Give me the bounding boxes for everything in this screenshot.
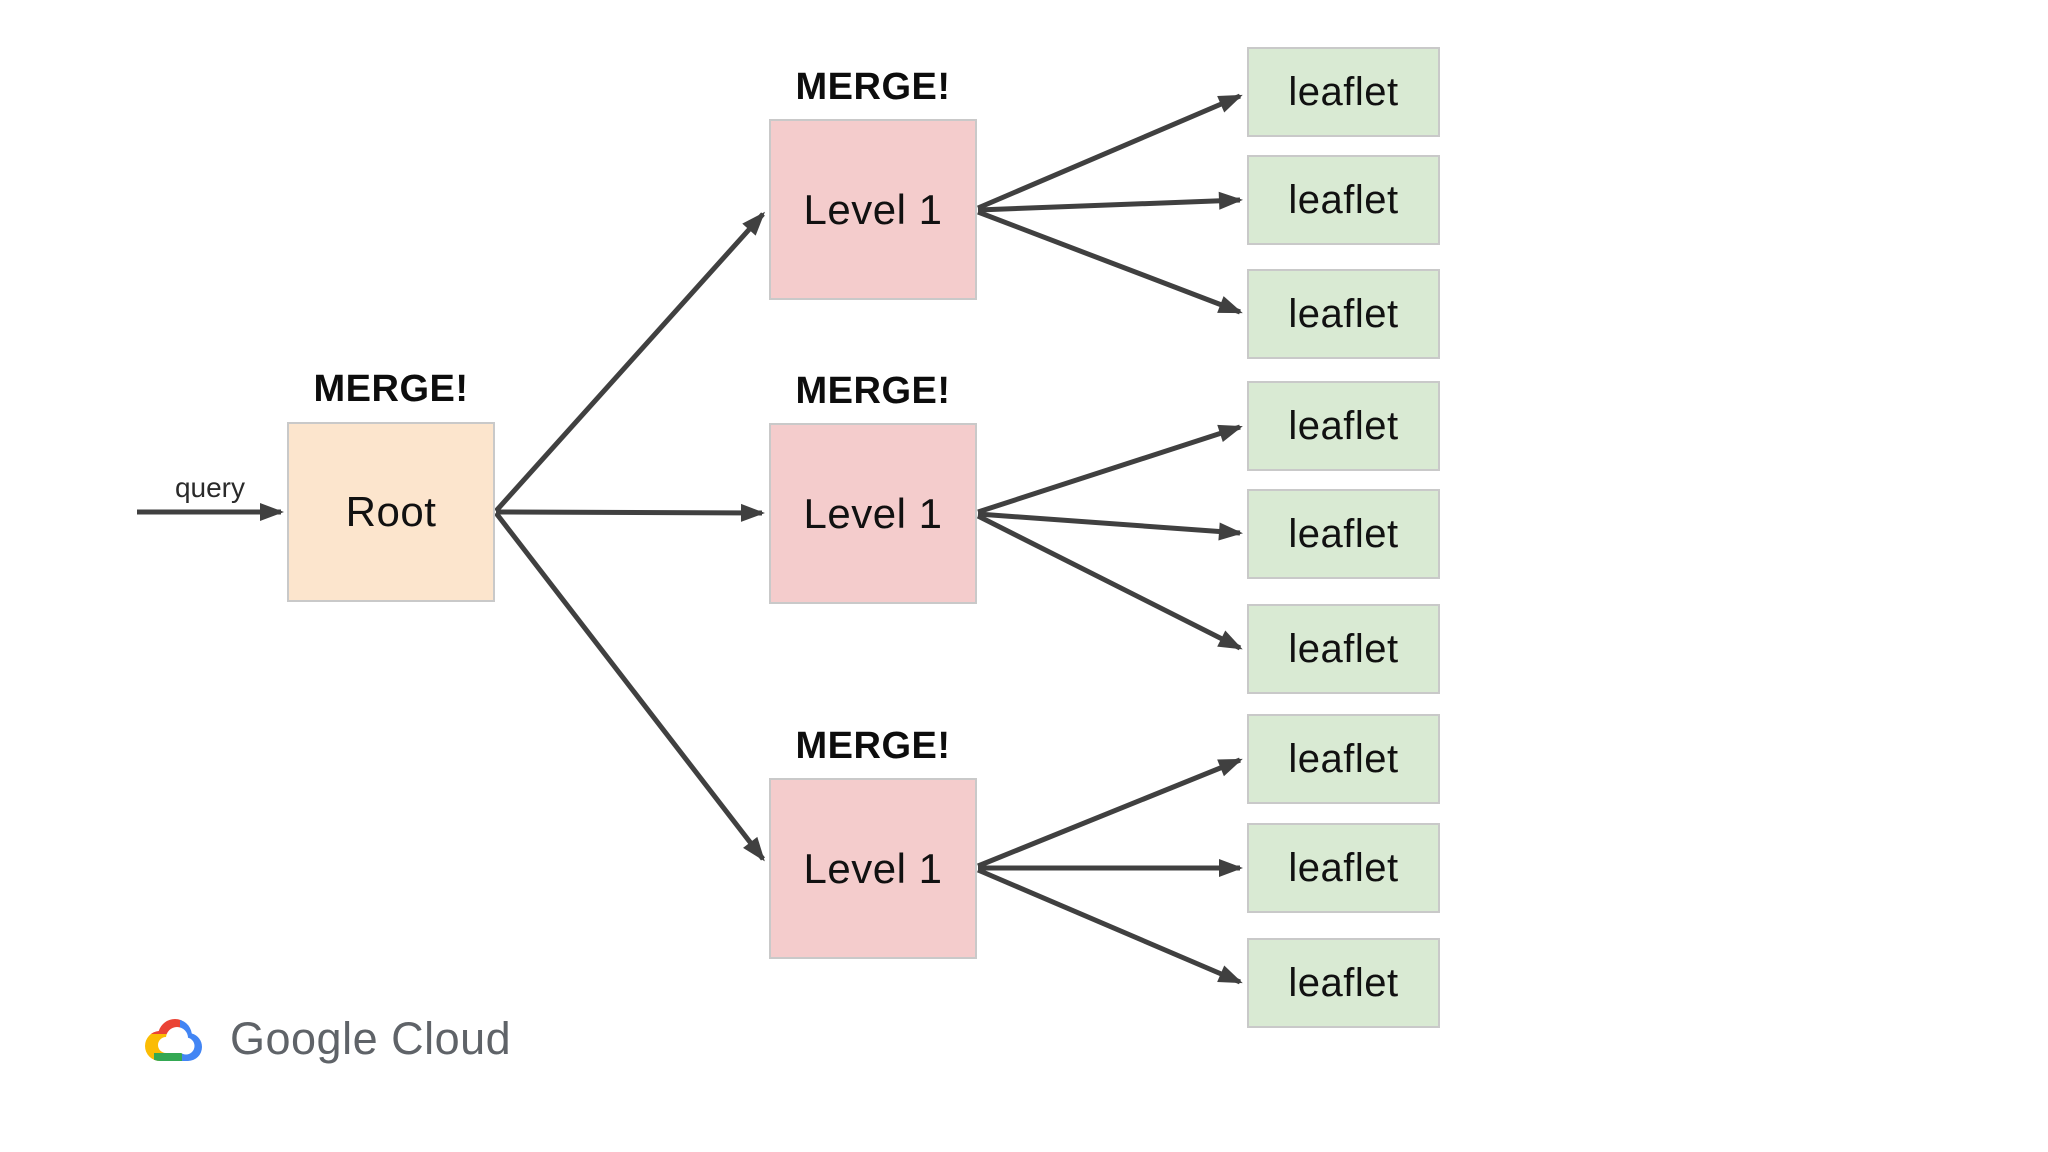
level1-node-bot: Level 1 <box>769 778 977 959</box>
leaflet-node-1: leaflet <box>1247 47 1440 137</box>
root-node: Root <box>287 422 495 602</box>
level1-node-top: Level 1 <box>769 119 977 300</box>
leaflet-node-2: leaflet <box>1247 155 1440 245</box>
leaflet-node-label: leaflet <box>1288 511 1399 556</box>
brand-footer: Google Cloud <box>138 1010 511 1068</box>
leaflet-node-label: leaflet <box>1288 291 1399 336</box>
arrow-root-to-level1-mid <box>495 503 765 522</box>
leaflet-node-5: leaflet <box>1247 489 1440 579</box>
merge-label-level1-top: MERGE! <box>795 66 951 108</box>
arrow-level1a-to-leaf3 <box>977 209 1243 315</box>
arrow-level1a-to-leaf1 <box>977 93 1243 211</box>
leaflet-node-label: leaflet <box>1288 69 1399 114</box>
arrow-level1b-to-leaf6 <box>976 513 1243 651</box>
leaflet-node-4: leaflet <box>1247 381 1440 471</box>
merge-label-root: MERGE! <box>313 368 469 410</box>
query-label: query <box>174 472 246 503</box>
arrow-root-to-level1-top <box>494 211 766 513</box>
root-node-label: Root <box>345 488 437 535</box>
merge-label-level1-mid: MERGE! <box>795 370 951 412</box>
level1-node-label: Level 1 <box>803 185 943 233</box>
leaflet-node-label: leaflet <box>1288 960 1399 1005</box>
leaflet-node-6: leaflet <box>1247 604 1440 694</box>
arrow-level1b-to-leaf5 <box>977 511 1243 541</box>
arrow-level1c-to-leaf9 <box>977 867 1243 985</box>
leaflet-node-label: leaflet <box>1288 177 1399 222</box>
leaflet-node-label: leaflet <box>1288 403 1399 448</box>
level1-node-label: Level 1 <box>803 844 943 892</box>
google-cloud-logo-icon <box>145 1019 202 1061</box>
brand-text: Google Cloud <box>230 1013 512 1064</box>
leaflet-node-7: leaflet <box>1247 714 1440 804</box>
level1-node-label: Level 1 <box>803 489 943 537</box>
level1-node-mid: Level 1 <box>769 423 977 604</box>
leaflet-node-label: leaflet <box>1288 626 1399 671</box>
leaflet-node-9: leaflet <box>1247 938 1440 1028</box>
leaflet-node-8: leaflet <box>1247 823 1440 913</box>
leaflet-node-label: leaflet <box>1288 845 1399 890</box>
arrow-level1a-to-leaf2 <box>977 191 1243 213</box>
leaflet-node-3: leaflet <box>1247 269 1440 359</box>
arrow-level1b-to-leaf4 <box>977 424 1243 515</box>
arrow-level1c-to-leaf7 <box>977 757 1243 869</box>
leaflet-node-label: leaflet <box>1288 736 1399 781</box>
arrow-root-to-level1-bot <box>494 511 765 862</box>
merge-label-level1-bot: MERGE! <box>795 725 951 767</box>
